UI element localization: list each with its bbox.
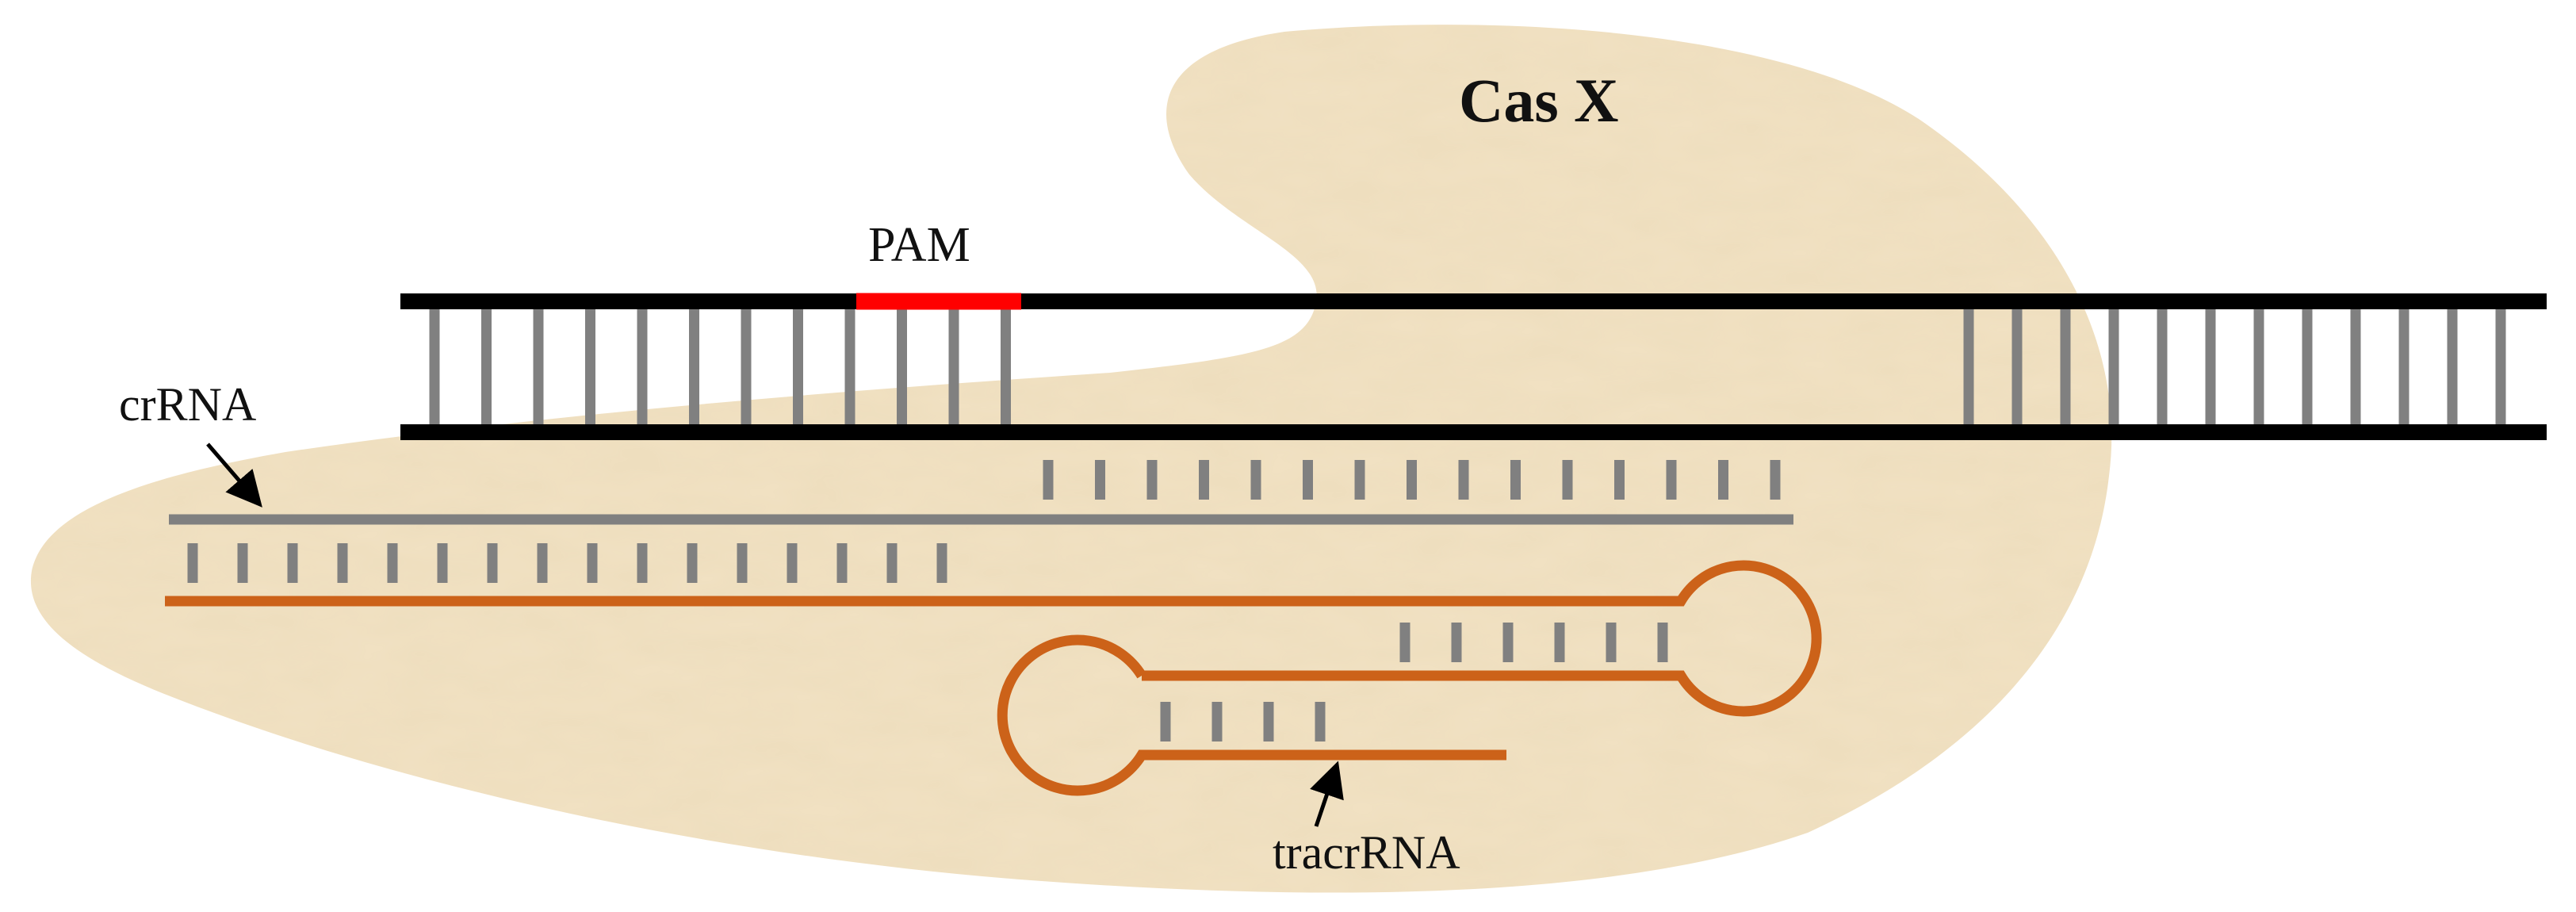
crrna-pointer-arrow bbox=[206, 443, 262, 508]
tracrrna-strand-upper bbox=[165, 560, 1822, 717]
tracrrna-stem-pairs-1 bbox=[1399, 623, 1668, 662]
crrna-tracrrna-pairs bbox=[187, 543, 947, 583]
cas-x-protein-body bbox=[30, 25, 2112, 893]
crrna-label: crRNA bbox=[119, 378, 257, 431]
tracrrna-strand-lower bbox=[997, 634, 1506, 796]
target-dna-duplex bbox=[400, 293, 2547, 440]
diagram-title: Cas X bbox=[1459, 66, 1619, 135]
dna-base-pairs-left bbox=[429, 309, 1011, 424]
crrna-group bbox=[169, 460, 1793, 583]
tracrrna-label: tracrRNA bbox=[1273, 826, 1460, 879]
tracrrna-stem-pairs-2 bbox=[1160, 702, 1326, 741]
tracrrna-group bbox=[165, 560, 1822, 796]
crrna-dna-pairs bbox=[1043, 460, 1781, 500]
tracrrna-pointer-arrow bbox=[1310, 761, 1344, 827]
pam-label: PAM bbox=[868, 218, 970, 272]
dna-base-pairs-right bbox=[1963, 309, 2506, 424]
